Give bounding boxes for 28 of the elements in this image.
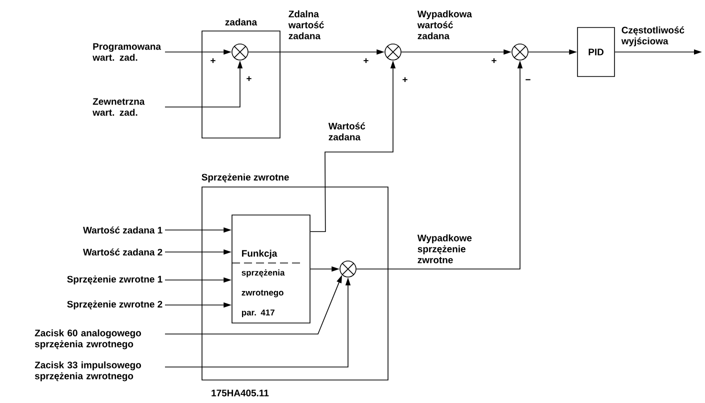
summing-junction [384, 44, 402, 60]
input-label: Programowana wart. zad. [92, 43, 162, 61]
sign-label: + [246, 76, 252, 82]
input-label: Wartość zadana 2 [83, 248, 162, 256]
summing-junction [232, 44, 248, 60]
sign-label: + [402, 77, 408, 82]
input-label: Sprzężenie zwrotne 1 [67, 276, 162, 284]
edge-label: Zdalna wartość zadana [288, 10, 324, 40]
edge-label: Częstotliwość wyjściowa [621, 26, 684, 46]
input-label: Zacisk 33 impulsowego sprzężenia zwrotnego [34, 361, 141, 382]
edge-label: Wartość zadana [328, 122, 366, 140]
function-box: Funkcja sprzężenia zwrotnego par. 417 [232, 214, 310, 324]
node-label: zadana [225, 18, 258, 26]
edge-label: Wypadkowe sprzężenie zwrotne [417, 234, 472, 264]
sign-label: + [364, 58, 368, 64]
node-label: Sprzężenie zwrotne [202, 174, 289, 182]
drawing-number: 175HA405.11 [212, 390, 269, 396]
input-label: Sprzężenie zwrotne 2 [67, 300, 162, 310]
input-label: Wartość zadana 1 [83, 226, 162, 234]
summing-junction [340, 260, 356, 278]
edge-label: Wypadkowa wartość zadana [417, 10, 472, 40]
sign-label: − [526, 79, 530, 80]
sign-label: + [210, 58, 216, 64]
pid-box: PID [577, 27, 615, 77]
input-label: Zacisk 60 analogowego sprzężenia zwrotnego [34, 329, 141, 350]
summing-junction [512, 44, 528, 60]
input-label: Zewnetrzna wart. zad. [92, 98, 145, 116]
sign-label: + [492, 58, 496, 64]
